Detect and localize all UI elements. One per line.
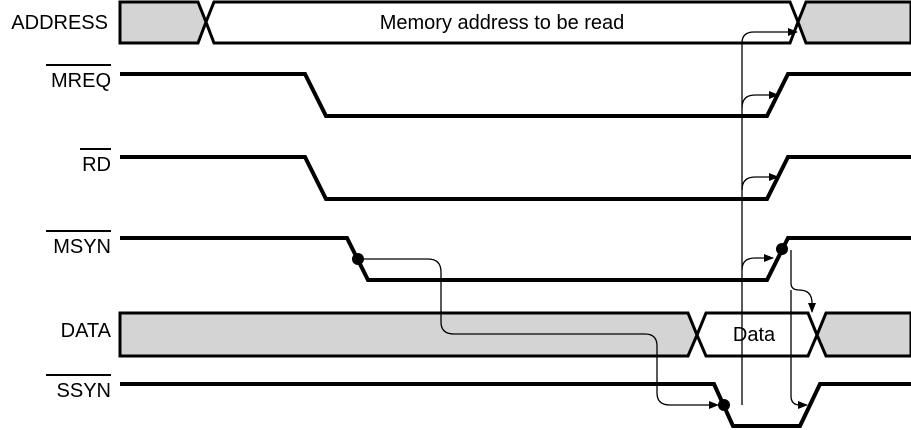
data-label: DATA xyxy=(61,320,112,342)
address-bus-text: Memory address to be read xyxy=(380,12,625,34)
ssyn-waveform xyxy=(120,382,911,428)
msyn-waveform xyxy=(120,236,911,282)
msyn-label-group: MSYN xyxy=(46,230,111,258)
ssyn-label: SSYN xyxy=(57,380,111,402)
msyn-to-ssyn-release-arrow xyxy=(790,290,808,409)
msyn-to-data-release-arrow xyxy=(790,250,816,313)
rd-waveform xyxy=(120,155,911,201)
address-label: ADDRESS xyxy=(11,12,108,34)
ssyn-label-group: SSYN xyxy=(46,374,111,402)
mreq-waveform xyxy=(120,72,911,118)
ssyn-fall-dot xyxy=(718,399,730,411)
ssyn-to-rd-arrow xyxy=(741,173,779,191)
mreq-label: MREQ xyxy=(51,70,111,92)
mreq-label-group: MREQ xyxy=(46,64,111,92)
msyn-label: MSYN xyxy=(53,236,111,258)
msyn-to-data-arrow xyxy=(358,258,719,409)
rd-label-group: RD xyxy=(80,148,111,176)
rd-label: RD xyxy=(82,154,111,176)
data-invalid-right xyxy=(815,311,911,358)
data-bus: Data xyxy=(118,311,911,358)
data-bus-text: Data xyxy=(733,324,776,346)
msyn-rise-dot xyxy=(776,243,788,255)
address-bus: Memory address to be read xyxy=(118,0,911,45)
ssyn-to-address-arrow xyxy=(741,28,798,405)
address-invalid-right xyxy=(796,0,911,45)
ssyn-to-mreq-arrow xyxy=(741,91,779,109)
data-invalid-left xyxy=(118,311,699,358)
address-invalid-left xyxy=(118,0,208,45)
ssyn-to-msyn-arrow xyxy=(741,254,774,271)
msyn-fall-dot xyxy=(352,253,364,265)
